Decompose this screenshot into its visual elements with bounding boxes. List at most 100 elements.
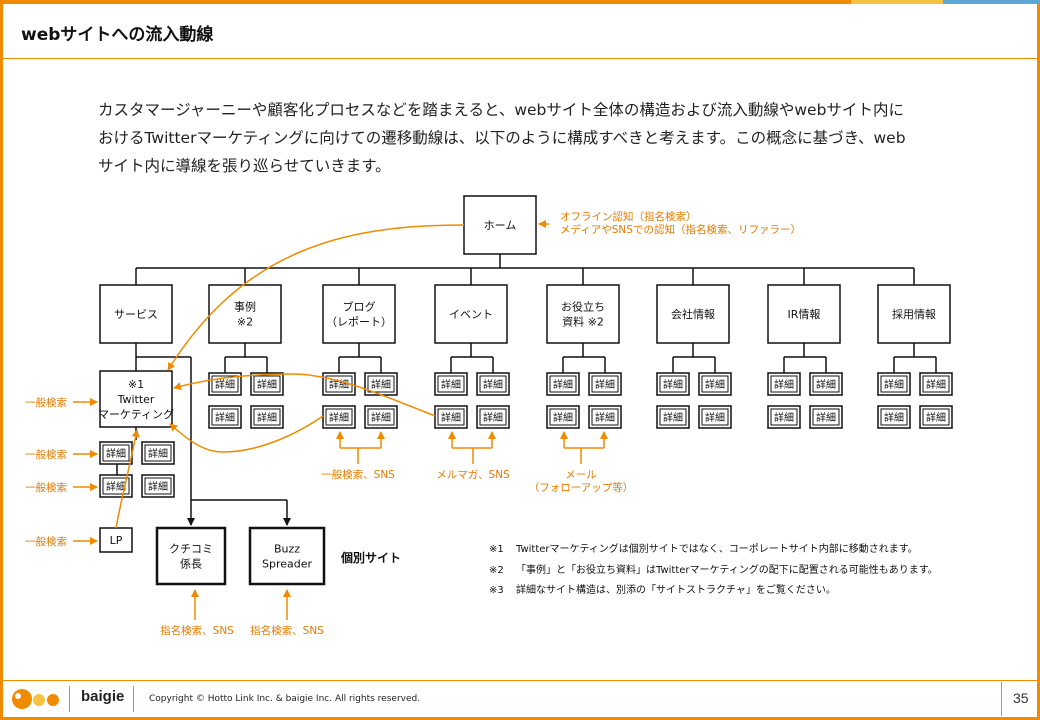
flow-home-to-twitter xyxy=(167,224,465,371)
detail-box-inner xyxy=(102,444,130,462)
twitter-marketing-label: Twitter xyxy=(117,393,155,406)
detail-label: 詳細 xyxy=(148,480,168,493)
detail-label: 詳細 xyxy=(257,411,277,424)
detail-label: 詳細 xyxy=(148,447,168,460)
category-label: （レポート） xyxy=(326,316,392,329)
twitter-marketing-label: ※1 xyxy=(128,378,144,391)
detail-box-inner xyxy=(211,408,239,426)
detail-box-inner xyxy=(144,477,172,495)
detail-box-inner xyxy=(253,408,281,426)
detail-box-inner xyxy=(437,408,465,426)
site-structure-diagram: ホームオフライン認知（指名検索）メディアやSNSでの認知（指名検索、リファラー）… xyxy=(25,195,953,637)
lp-label: LP xyxy=(110,534,123,547)
category-label: イベント xyxy=(449,308,493,321)
detail-box-inner xyxy=(479,408,507,426)
detail-box-inner xyxy=(701,408,729,426)
detail-box-inner xyxy=(144,444,172,462)
detail-label: 詳細 xyxy=(329,378,349,391)
category-box xyxy=(434,284,508,344)
inflow-source-label: 一般検索、SNS xyxy=(321,468,395,481)
detail-label: 詳細 xyxy=(774,378,794,391)
detail-box-inner xyxy=(102,477,130,495)
detail-box-inner xyxy=(880,408,908,426)
intro-line: サイト内に導線を張り巡らせていきます。 xyxy=(98,157,391,175)
detail-label: 詳細 xyxy=(705,411,725,424)
search-source-label: 一般検索 xyxy=(25,448,67,461)
site-label: Buzz xyxy=(274,543,300,556)
category-label: 事例 xyxy=(234,300,256,314)
twitter-marketing-label: マーケティング xyxy=(98,407,174,421)
detail-box-inner xyxy=(659,408,687,426)
title-divider xyxy=(3,58,1040,59)
hotto-link-logo xyxy=(12,689,59,709)
twitter-marketing-box xyxy=(99,370,173,428)
category-label: ※2 xyxy=(237,316,253,329)
baigie-logo: baigie xyxy=(81,688,125,705)
detail-label: 詳細 xyxy=(553,411,573,424)
detail-box-inner xyxy=(367,408,395,426)
detail-box-inner xyxy=(253,375,281,393)
detail-label: 詳細 xyxy=(257,378,277,391)
top-accent-bar xyxy=(3,0,1040,4)
detail-label: 詳細 xyxy=(816,378,836,391)
detail-box-inner xyxy=(770,408,798,426)
footer-separator xyxy=(69,686,70,712)
detail-label: 詳細 xyxy=(774,411,794,424)
detail-label: 詳細 xyxy=(371,411,391,424)
site-label: クチコミ xyxy=(169,543,213,556)
note-text: Twitterマーケティングは個別サイトではなく、コーポレートサイト内部に移動さ… xyxy=(515,542,918,555)
detail-box-inner xyxy=(549,408,577,426)
detail-label: 詳細 xyxy=(441,378,461,391)
detail-box-inner xyxy=(479,375,507,393)
category-label: 資料 ※2 xyxy=(562,315,604,329)
search-source-label: 一般検索 xyxy=(25,535,67,548)
detail-box-inner xyxy=(770,375,798,393)
detail-box-inner xyxy=(812,408,840,426)
category-box xyxy=(322,284,396,344)
intro-line: カスタマージャーニーや顧客化プロセスなどを踏まえると、webサイト全体の構造およ… xyxy=(98,101,904,119)
detail-label: 詳細 xyxy=(483,411,503,424)
inflow-source-label: メルマガ、SNS xyxy=(436,469,510,481)
detail-label: 詳細 xyxy=(884,411,904,424)
detail-label: 詳細 xyxy=(663,411,683,424)
page-number-box xyxy=(1001,682,1040,716)
copyright-text: Copyright © Hotto Link Inc. & baigie Inc… xyxy=(149,694,421,704)
site-box xyxy=(155,526,227,586)
home-annotation: オフライン認知（指名検索） xyxy=(560,210,697,223)
detail-box-inner xyxy=(591,375,619,393)
category-label: お役立ち xyxy=(561,300,605,314)
site-label: 係長 xyxy=(180,558,202,571)
search-source-label: 一般検索 xyxy=(25,481,67,494)
search-source-label: 一般検索 xyxy=(25,396,67,409)
individual-sites-label: 個別サイト xyxy=(340,550,401,565)
category-label: IR情報 xyxy=(788,308,821,321)
detail-label: 詳細 xyxy=(329,411,349,424)
detail-label: 詳細 xyxy=(106,447,126,460)
footer-separator xyxy=(133,686,134,712)
detail-label: 詳細 xyxy=(371,378,391,391)
site-source-label: 指名検索、SNS xyxy=(250,624,324,637)
detail-label: 詳細 xyxy=(106,480,126,493)
detail-label: 詳細 xyxy=(884,378,904,391)
category-box xyxy=(767,284,841,344)
footer-divider xyxy=(3,680,1040,681)
note-text: 「事例」と「お役立ち資料」はTwitterマーケティングの配下に配置される可能性… xyxy=(516,563,938,576)
home-annotation: メディアやSNSでの認知（指名検索、リファラー） xyxy=(560,223,801,236)
detail-label: 詳細 xyxy=(816,411,836,424)
detail-label: 詳細 xyxy=(483,378,503,391)
category-label: 採用情報 xyxy=(892,307,936,321)
detail-box-inner xyxy=(922,408,950,426)
category-box xyxy=(546,284,620,344)
inflow-source-label: （フォローアップ等） xyxy=(529,481,634,494)
site-label: Spreader xyxy=(262,558,313,571)
intro-text: カスタマージャーニーや顧客化プロセスなどを踏まえると、webサイト全体の構造およ… xyxy=(98,96,958,180)
category-label: サービス xyxy=(114,308,158,321)
detail-label: 詳細 xyxy=(663,378,683,391)
detail-label: 詳細 xyxy=(705,378,725,391)
page-number: 35 xyxy=(1013,690,1029,706)
site-box xyxy=(248,526,326,586)
detail-label: 詳細 xyxy=(215,378,235,391)
detail-label: 詳細 xyxy=(595,378,615,391)
detail-box-inner xyxy=(325,408,353,426)
